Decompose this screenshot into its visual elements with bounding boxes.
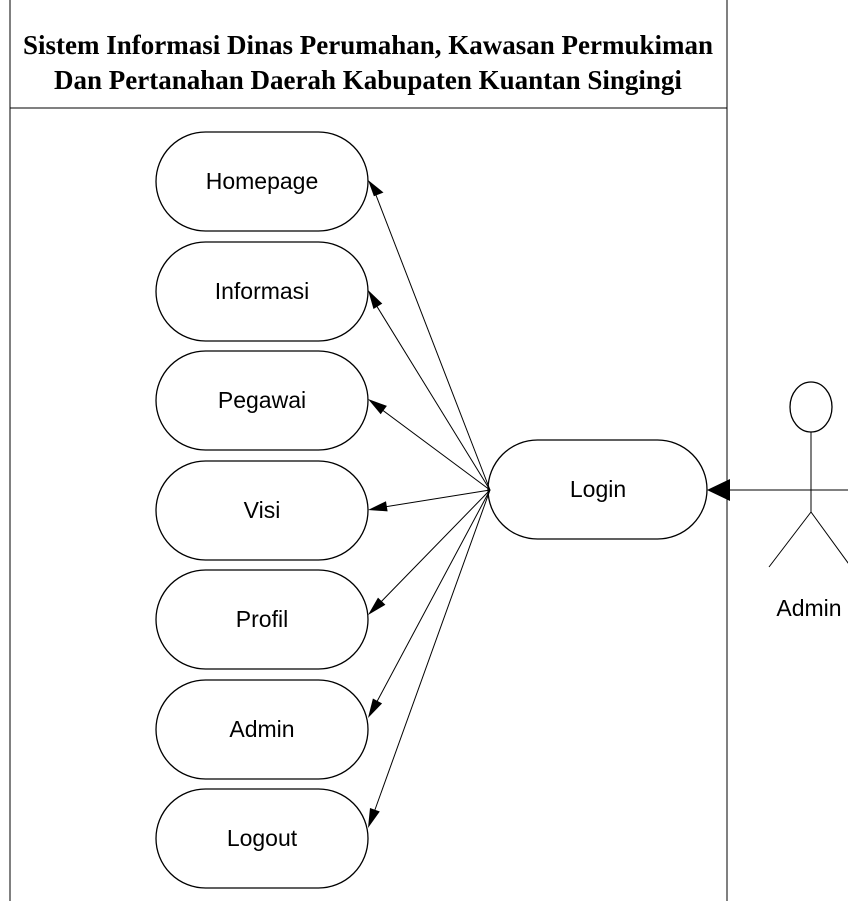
use-case-login-shape	[487, 439, 708, 540]
arrowhead-icon	[368, 808, 380, 828]
use-case-homepage-shape	[155, 131, 369, 232]
use-case-pegawai-shape	[155, 350, 369, 451]
use-case-logout-label: Logout	[227, 825, 298, 851]
arrowhead-icon	[368, 698, 383, 718]
association-line	[376, 405, 491, 491]
association-actor-login	[707, 479, 848, 501]
association-line	[373, 189, 491, 491]
association-login-logout	[368, 489, 491, 828]
association-login-profil	[368, 489, 491, 615]
arrowhead-icon	[707, 479, 730, 501]
use-case-admin[interactable]: Admin	[155, 679, 369, 780]
association-line	[375, 489, 491, 608]
arrowhead-icon	[368, 180, 384, 197]
actor-stick-figure-icon	[768, 381, 848, 568]
use-case-homepage[interactable]: Homepage	[155, 131, 369, 232]
use-case-logout-shape	[155, 788, 369, 889]
association-login-pegawai	[368, 399, 491, 491]
arrowhead-icon	[368, 290, 383, 309]
arrowhead-icon	[368, 597, 386, 615]
use-case-admin-label: Admin	[229, 716, 294, 742]
use-case-pegawai-label: Pegawai	[218, 387, 306, 413]
use-case-admin-shape	[155, 679, 369, 780]
use-case-visi-shape	[155, 460, 369, 561]
use-case-logout[interactable]: Logout	[155, 788, 369, 889]
association-line	[372, 299, 491, 491]
association-line	[371, 489, 491, 819]
association-login-informasi	[368, 290, 491, 491]
association-login-visi	[368, 489, 491, 512]
use-case-homepage-label: Homepage	[206, 168, 319, 194]
use-case-login-label: Login	[570, 476, 626, 502]
use-case-pegawai[interactable]: Pegawai	[155, 350, 369, 451]
use-case-profil-shape	[155, 569, 369, 670]
arrowhead-icon	[368, 501, 388, 512]
use-case-profil-label: Profil	[236, 606, 288, 632]
association-login-homepage	[368, 180, 491, 491]
use-case-informasi-shape	[155, 241, 369, 342]
association-login-admin	[368, 489, 491, 718]
system-title-line1: Sistem Informasi Dinas Perumahan, Kawasa…	[23, 30, 713, 60]
use-case-visi[interactable]: Visi	[155, 460, 369, 561]
use-case-visi-label: Visi	[244, 497, 281, 523]
actor-right-leg	[810, 511, 848, 564]
actor-left-leg	[768, 511, 812, 568]
actor-head	[789, 381, 833, 433]
arrowhead-icon	[368, 399, 387, 415]
actor-admin-label: Admin	[776, 595, 841, 621]
use-case-login[interactable]: Login	[487, 439, 708, 540]
actor-admin[interactable]: Admin	[768, 381, 848, 621]
association-line	[372, 489, 491, 710]
association-line	[377, 489, 491, 509]
system-title-line2: Dan Pertanahan Daerah Kabupaten Kuantan …	[54, 65, 682, 95]
use-case-profil[interactable]: Profil	[155, 569, 369, 670]
system-boundary	[9, 0, 728, 901]
use-case-informasi[interactable]: Informasi	[155, 241, 369, 342]
use-case-informasi-label: Informasi	[215, 278, 310, 304]
